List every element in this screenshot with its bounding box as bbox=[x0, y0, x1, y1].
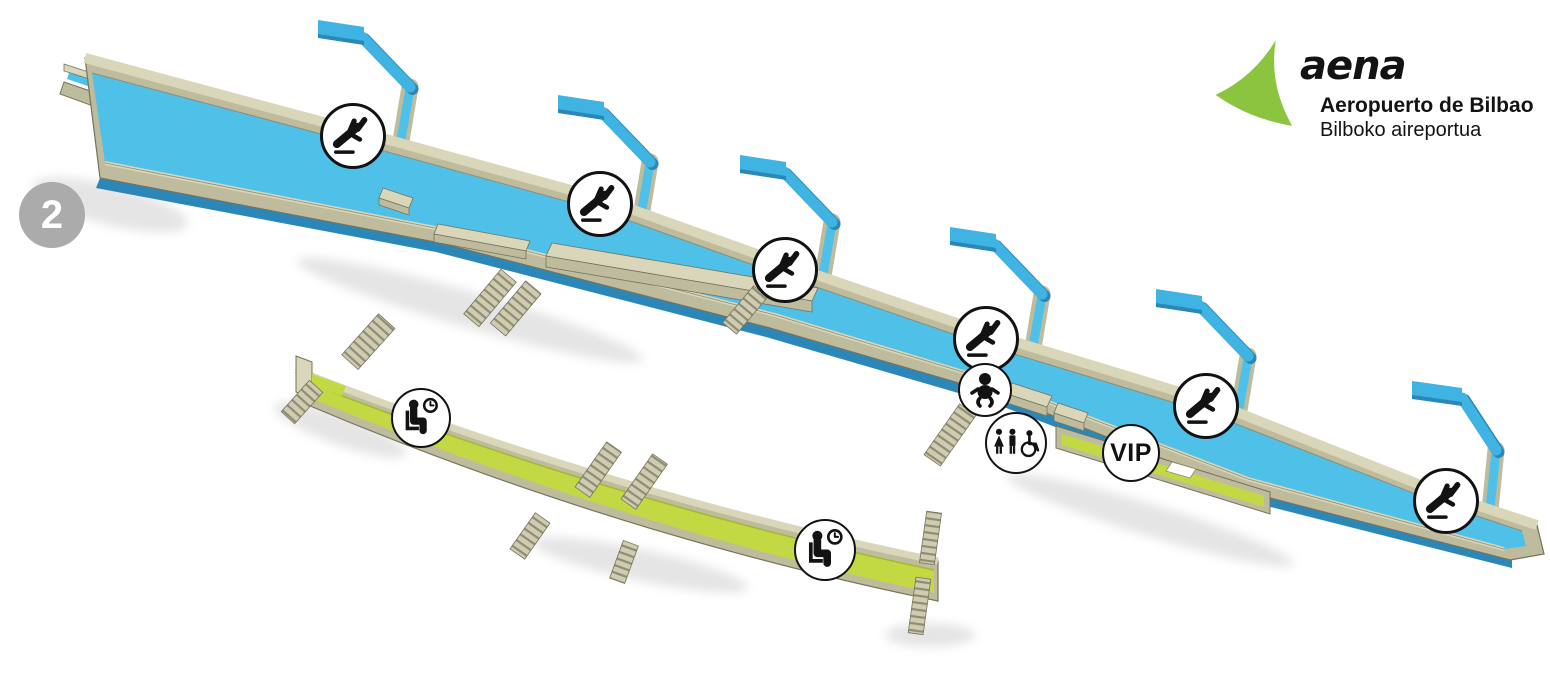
jet-bridge bbox=[558, 95, 659, 231]
boarding-gate-icon bbox=[1413, 468, 1479, 534]
floor-block bbox=[433, 223, 531, 260]
departing-plane-glyph bbox=[579, 185, 615, 222]
staircase bbox=[923, 403, 977, 467]
jet-bridge bbox=[1156, 289, 1257, 425]
departing-plane-glyph bbox=[1185, 387, 1221, 424]
staircase bbox=[489, 280, 542, 337]
seated-person-clock-glyph bbox=[808, 529, 843, 567]
staircase bbox=[907, 576, 932, 636]
staircase bbox=[463, 268, 517, 328]
floor-block bbox=[378, 187, 414, 216]
aena-logo: aena Aeropuerto de Bilbao Bilboko airepo… bbox=[1212, 32, 1542, 152]
toilets-accessible-icon bbox=[985, 412, 1047, 474]
jet-bridge bbox=[1412, 381, 1505, 519]
jet-bridge bbox=[318, 20, 419, 156]
aena-brand-text: aena bbox=[1300, 43, 1407, 89]
airport-name-eu: Bilboko aireportua bbox=[1320, 119, 1482, 141]
staircase bbox=[609, 539, 639, 585]
floor-number: 2 bbox=[40, 192, 64, 237]
departing-plane-glyph bbox=[1425, 482, 1461, 519]
waiting-area-icon bbox=[794, 519, 856, 581]
boarding-gate-icon bbox=[953, 306, 1019, 372]
staircase bbox=[919, 510, 943, 566]
staircase bbox=[620, 453, 668, 510]
floor-block bbox=[1053, 402, 1089, 432]
airport-name-es: Aeropuerto de Bilbao bbox=[1320, 94, 1534, 117]
departing-plane-glyph bbox=[764, 251, 800, 288]
baby-care-icon bbox=[958, 363, 1012, 417]
boarding-gate-icon bbox=[752, 237, 818, 303]
stairs-group bbox=[280, 268, 977, 636]
boarding-gate-icon bbox=[567, 171, 633, 237]
boarding-gate-icon bbox=[1173, 373, 1239, 439]
baby-glyph bbox=[970, 373, 1000, 408]
vip-icon: VIP bbox=[1102, 424, 1160, 482]
staircase bbox=[280, 379, 324, 425]
aena-logo-mark bbox=[1215, 40, 1293, 126]
boarding-gate-icon bbox=[320, 103, 386, 169]
staircase bbox=[509, 512, 551, 560]
waiting-area-icon bbox=[391, 388, 451, 448]
staircase bbox=[341, 313, 396, 370]
staircase bbox=[574, 441, 622, 498]
departing-plane-glyph bbox=[965, 320, 1001, 357]
vip-label: VIP bbox=[1110, 438, 1152, 467]
toilets-glyph bbox=[994, 428, 1040, 458]
floor-number-badge: 2 bbox=[19, 182, 85, 248]
departing-plane-glyph bbox=[332, 117, 368, 154]
seated-person-clock-glyph bbox=[405, 397, 438, 435]
